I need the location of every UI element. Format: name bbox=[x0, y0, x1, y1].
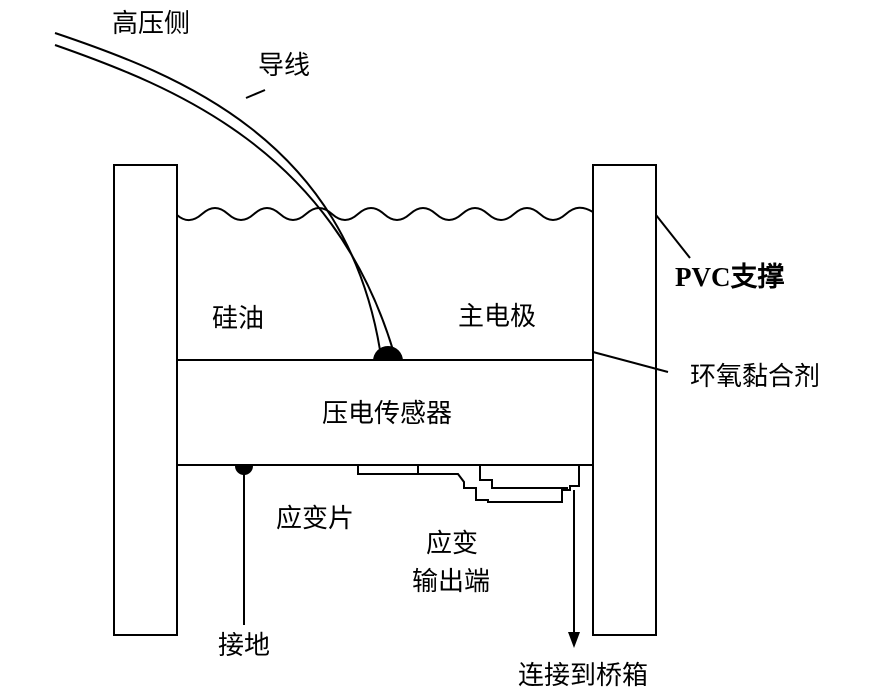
label-main-electrode: 主电极 bbox=[458, 302, 536, 332]
lead-wire-outer bbox=[54, 32, 381, 351]
label-lead-wire: 导线 bbox=[258, 51, 310, 81]
label-pvc-support: PVC支撑 bbox=[675, 262, 785, 292]
label-strain-gauge: 应变片 bbox=[276, 504, 354, 534]
epoxy-adhesive-leader bbox=[592, 351, 669, 373]
strain-gauge bbox=[357, 464, 419, 475]
label-high-voltage-side: 高压侧 bbox=[112, 9, 190, 39]
strain-output-inner bbox=[479, 465, 568, 489]
label-strain-output-line1: 应变 bbox=[426, 529, 478, 559]
lead-wire-leader bbox=[245, 89, 266, 99]
main-electrode-contact bbox=[373, 346, 403, 361]
oil-surface-wave bbox=[176, 206, 594, 222]
label-silicone-oil: 硅油 bbox=[212, 304, 264, 334]
label-piezo-sensor: 压电传感器 bbox=[322, 399, 452, 429]
piezo-sensor-block bbox=[176, 359, 594, 466]
bridge-box-arrowhead bbox=[568, 632, 580, 648]
pvc-support-leader bbox=[655, 214, 691, 259]
label-epoxy-adhesive: 环氧黏合剂 bbox=[690, 362, 820, 392]
label-strain-output-line2: 输出端 bbox=[412, 567, 490, 597]
label-ground: 接地 bbox=[218, 631, 270, 661]
right-pvc-support bbox=[592, 164, 657, 636]
strain-output-terminal bbox=[418, 465, 580, 503]
label-connect-to-bridge-box: 连接到桥箱 bbox=[518, 661, 648, 691]
lead-wire-inner bbox=[54, 44, 394, 351]
left-pvc-support bbox=[113, 164, 178, 636]
